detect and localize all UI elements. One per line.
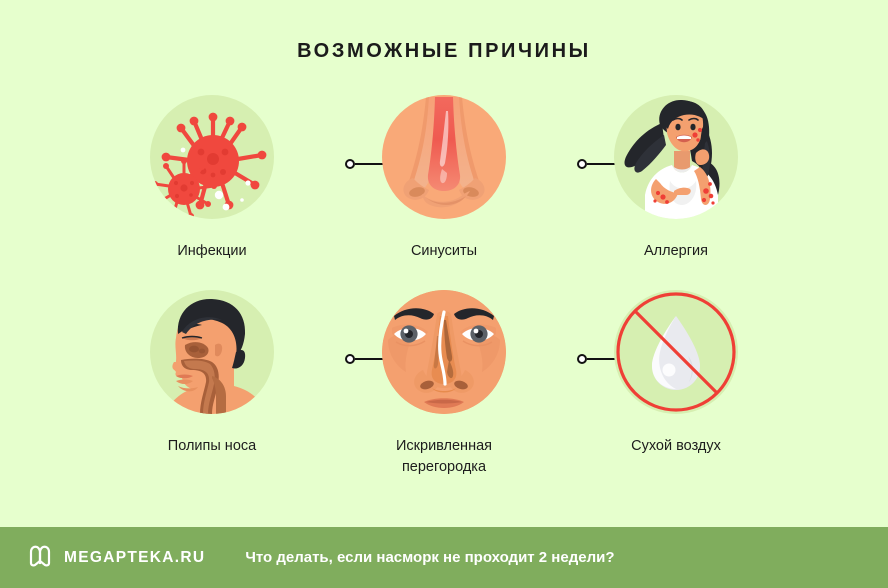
virus-icon [150, 95, 274, 219]
footer-bar: MEGAPTEKA.RU Что делать, если насморк не… [0, 527, 888, 588]
inflamed-nose-icon [382, 95, 506, 219]
cause-cell-infections[interactable]: Инфекции [96, 95, 328, 290]
no-water-drop-icon [614, 290, 738, 414]
causes-row-2: Полипы носа [0, 290, 888, 485]
cause-cell-allergy[interactable]: Аллергия [560, 95, 792, 290]
megapteka-m-logo-icon [27, 542, 53, 573]
woman-with-rash-icon [614, 95, 738, 219]
cause-label: Инфекции [177, 243, 247, 259]
cause-cell-nasal-polyps[interactable]: Полипы носа [96, 290, 328, 485]
cause-label: Аллергия [644, 243, 708, 259]
cause-cell-deviated-septum[interactable]: Искривленная перегородка [328, 290, 560, 485]
head-profile-cross-section-icon [150, 290, 274, 414]
footer-caption: Что делать, если насморк не проходит 2 н… [245, 549, 615, 566]
causes-row-1: Инфекции [0, 95, 888, 290]
cause-label: Синуситы [410, 243, 478, 259]
brand-logo[interactable]: MEGAPTEKA.RU [27, 542, 205, 573]
causes-grid: Инфекции [0, 95, 888, 485]
cause-cell-sinusitis[interactable]: Синуситы [328, 95, 560, 290]
cause-cell-dry-air[interactable]: Сухой воздух [560, 290, 792, 485]
page-title: ВОЗМОЖНЫЕ ПРИЧИНЫ [297, 40, 591, 62]
brand-logo-text: MEGAPTEKA.RU [64, 548, 206, 566]
cause-label: Искривленная перегородка [395, 438, 492, 475]
cause-label: Полипы носа [167, 438, 257, 454]
face-front-nose-icon [382, 290, 506, 414]
cause-label: Сухой воздух [631, 438, 721, 454]
